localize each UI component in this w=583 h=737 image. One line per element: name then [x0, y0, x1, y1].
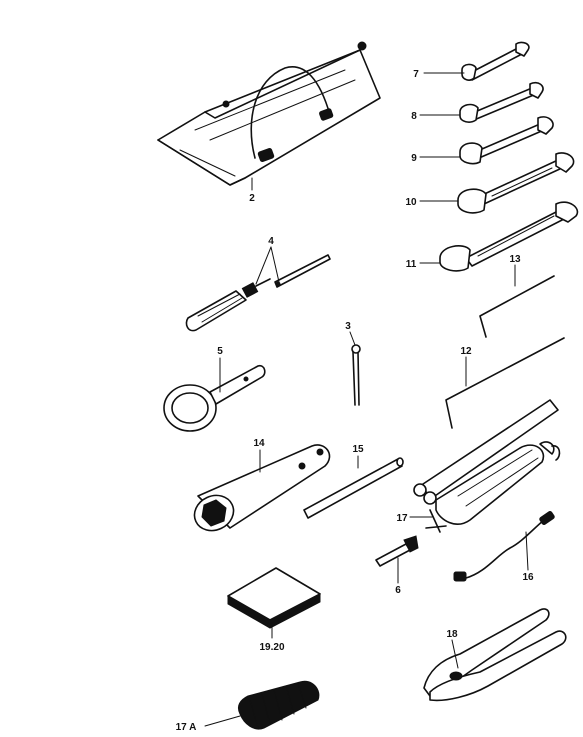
- ring-spanner: [163, 364, 266, 432]
- callout-label: 17: [396, 513, 408, 524]
- tool-roll-bag: [157, 41, 381, 186]
- callout-label: 10: [405, 197, 417, 208]
- callout-label: 7: [413, 69, 419, 80]
- callout-label: 14: [253, 438, 265, 449]
- spanner-7: [461, 41, 530, 81]
- callout-label: 6: [395, 585, 401, 596]
- pliers: [423, 608, 567, 702]
- spanner-11: [439, 201, 579, 272]
- leader-lines: [204, 72, 529, 727]
- box-spanner: [193, 444, 331, 532]
- tommy-bar: [303, 457, 404, 519]
- callout-label: 17 A: [176, 722, 197, 733]
- feeler-gauge-pack: [227, 567, 321, 629]
- callout-label: 5: [217, 346, 223, 357]
- callout-label: 19.20: [259, 642, 284, 653]
- callout-label: 18: [446, 629, 458, 640]
- callout-label: 13: [509, 254, 521, 265]
- grease-gun: [413, 399, 561, 533]
- callout-label: 4: [268, 236, 274, 247]
- screwdriver: [185, 278, 271, 332]
- callout-label: 16: [522, 572, 534, 583]
- allen-key-small: [479, 275, 555, 338]
- grease-nozzle: [375, 535, 419, 567]
- callout-label: 9: [411, 153, 417, 164]
- callout-label: 3: [345, 321, 351, 332]
- flexible-connector: [453, 510, 555, 582]
- callout-label: 12: [460, 346, 472, 357]
- allen-key-large: [445, 337, 565, 429]
- spanner-10: [457, 152, 575, 214]
- spanner-9: [459, 116, 554, 165]
- callout-label: 8: [411, 111, 417, 122]
- rubber-sleeve: [237, 680, 320, 730]
- screwdriver-blade: [274, 254, 331, 288]
- split-pin: [351, 344, 361, 406]
- callout-label: 11: [406, 259, 417, 270]
- callout-label: 15: [352, 444, 364, 455]
- callout-label: 2: [249, 193, 255, 204]
- spanner-8: [459, 81, 544, 123]
